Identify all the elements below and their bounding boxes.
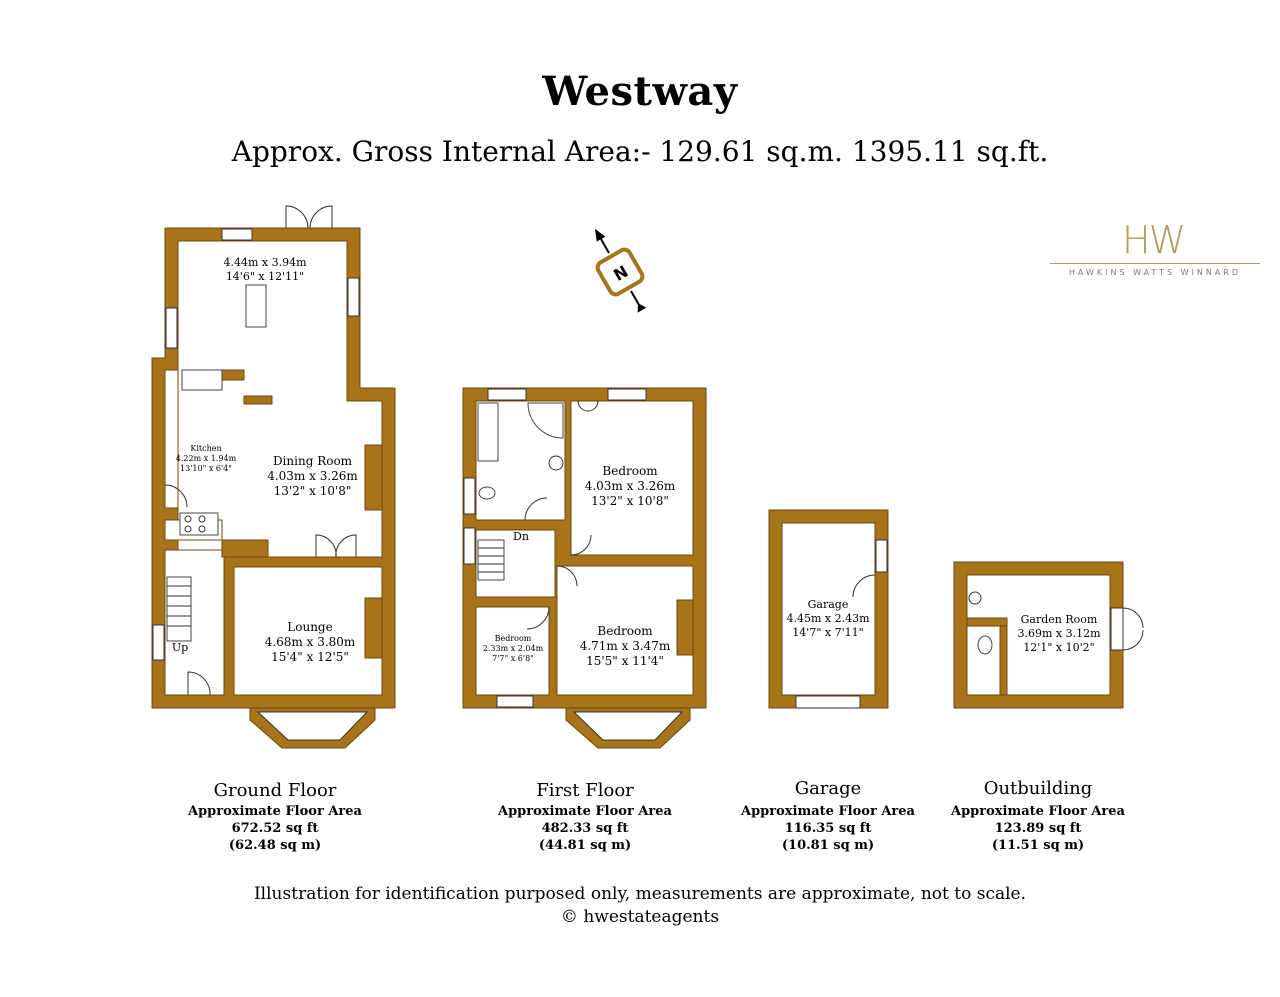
floor-area-caption: Approximate Floor Area	[951, 804, 1125, 819]
bedroom-2-name: Bedroom	[597, 624, 653, 638]
bedroom-1-label: Bedroom 4.03m x 3.26m 13'2" x 10'8"	[575, 464, 685, 509]
bedroom-2-label: Bedroom 4.71m x 3.47m 15'5" x 11'4"	[570, 624, 680, 669]
kitchen-diner-label: 4.44m x 3.94m 14'6" x 12'11"	[210, 256, 320, 284]
dining-room-label: Dining Room 4.03m x 3.26m 13'2" x 10'8"	[255, 454, 370, 499]
bedroom-3-metric: 2.33m x 2.04m	[482, 644, 544, 653]
first-floor-plan	[462, 387, 707, 749]
bedroom-1-imperial: 13'2" x 10'8"	[591, 494, 669, 508]
outbuilding-plan	[953, 561, 1144, 709]
north-arrow-icon: N	[595, 228, 647, 313]
floor-area-sqm: (11.51 sq m)	[991, 838, 1085, 853]
copyright-text: © hwestateagents	[560, 907, 720, 927]
kitchen-label: Kitchen 4.22m x 1.94m 13'10" x 6'4"	[168, 444, 244, 474]
garden-room-metric: 3.69m x 3.12m	[1017, 627, 1101, 640]
bedroom-2-imperial: 15'5" x 11'4"	[586, 654, 664, 668]
gross-area-subtitle: Approx. Gross Internal Area:- 129.61 sq.…	[231, 135, 1049, 168]
lounge-label: Lounge 4.68m x 3.80m 15'4" x 12'5"	[255, 620, 365, 665]
stairs-up-label: Up	[171, 641, 189, 654]
garage-room-name: Garage	[807, 598, 849, 611]
lounge-metric: 4.68m x 3.80m	[264, 635, 356, 649]
floor-name: Outbuilding	[983, 778, 1093, 799]
floor-area-caption: Approximate Floor Area	[741, 804, 915, 819]
lounge-imperial: 15'4" x 12'5"	[271, 650, 349, 664]
floor-area-sqm: (44.81 sq m)	[538, 838, 632, 853]
garden-room-name: Garden Room	[1020, 613, 1098, 626]
outbuilding-caption: Outbuilding Approximate Floor Area 123.8…	[938, 778, 1138, 854]
kitchen-diner-imperial: 14'6" x 12'11"	[225, 270, 305, 283]
garage-plan	[768, 509, 889, 709]
bedroom-3-label: Bedroom 2.33m x 2.04m 7'7" x 6'8"	[478, 634, 548, 664]
logo-rule	[1050, 263, 1260, 264]
first-floor-caption: First Floor Approximate Floor Area 482.3…	[485, 780, 685, 854]
kitchen-metric: 4.22m x 1.94m	[175, 454, 237, 463]
brand-logo: HW HAWKINS WATTS WINNARD	[1050, 218, 1270, 278]
floor-name: Garage	[794, 778, 862, 799]
garden-room-imperial: 12'1" x 10'2"	[1023, 641, 1095, 654]
bedroom-1-name: Bedroom	[602, 464, 658, 478]
lounge-name: Lounge	[287, 620, 333, 634]
kitchen-name: Kitchen	[190, 444, 222, 453]
bedroom-3-imperial: 7'7" x 6'8"	[492, 654, 534, 663]
dining-room-name: Dining Room	[272, 454, 353, 468]
garage-caption: Garage Approximate Floor Area 116.35 sq …	[728, 778, 928, 854]
logo-wordmark: HAWKINS WATTS WINNARD	[1068, 268, 1242, 277]
floor-area-caption: Approximate Floor Area	[498, 804, 672, 819]
floor-area-sqft: 123.89 sq ft	[994, 821, 1082, 836]
floor-area-sqm: (62.48 sq m)	[228, 838, 322, 853]
bedroom-2-metric: 4.71m x 3.47m	[579, 639, 671, 653]
disclaimer-text: Illustration for identification purposed…	[253, 884, 1027, 904]
floor-area-sqm: (10.81 sq m)	[781, 838, 875, 853]
dining-room-metric: 4.03m x 3.26m	[267, 469, 358, 483]
floor-area-sqft: 116.35 sq ft	[784, 821, 872, 836]
bedroom-1-metric: 4.03m x 3.26m	[584, 479, 676, 493]
ground-floor-caption: Ground Floor Approximate Floor Area 672.…	[175, 780, 375, 854]
garage-room-label: Garage 4.45m x 2.43m 14'7" x 7'11"	[776, 598, 880, 640]
stairs-down-label: Dn	[513, 530, 529, 543]
garage-room-metric: 4.45m x 2.43m	[786, 612, 870, 625]
logo-monogram: HW	[1122, 218, 1186, 262]
kitchen-imperial: 13'10" x 6'4"	[180, 464, 232, 473]
floor-name: First Floor	[536, 780, 634, 801]
dining-room-imperial: 13'2" x 10'8"	[273, 484, 352, 498]
bedroom-3-name: Bedroom	[494, 634, 532, 643]
floor-area-caption: Approximate Floor Area	[188, 804, 362, 819]
garden-room-label: Garden Room 3.69m x 3.12m 12'1" x 10'2"	[1008, 613, 1110, 655]
kitchen-diner-metric: 4.44m x 3.94m	[223, 256, 307, 269]
floor-area-sqft: 672.52 sq ft	[231, 821, 319, 836]
garage-room-imperial: 14'7" x 7'11"	[792, 626, 864, 639]
floor-area-sqft: 482.33 sq ft	[541, 821, 629, 836]
floor-name: Ground Floor	[213, 780, 337, 801]
page-title: Westway	[542, 68, 738, 115]
ground-floor-plan	[151, 205, 396, 749]
